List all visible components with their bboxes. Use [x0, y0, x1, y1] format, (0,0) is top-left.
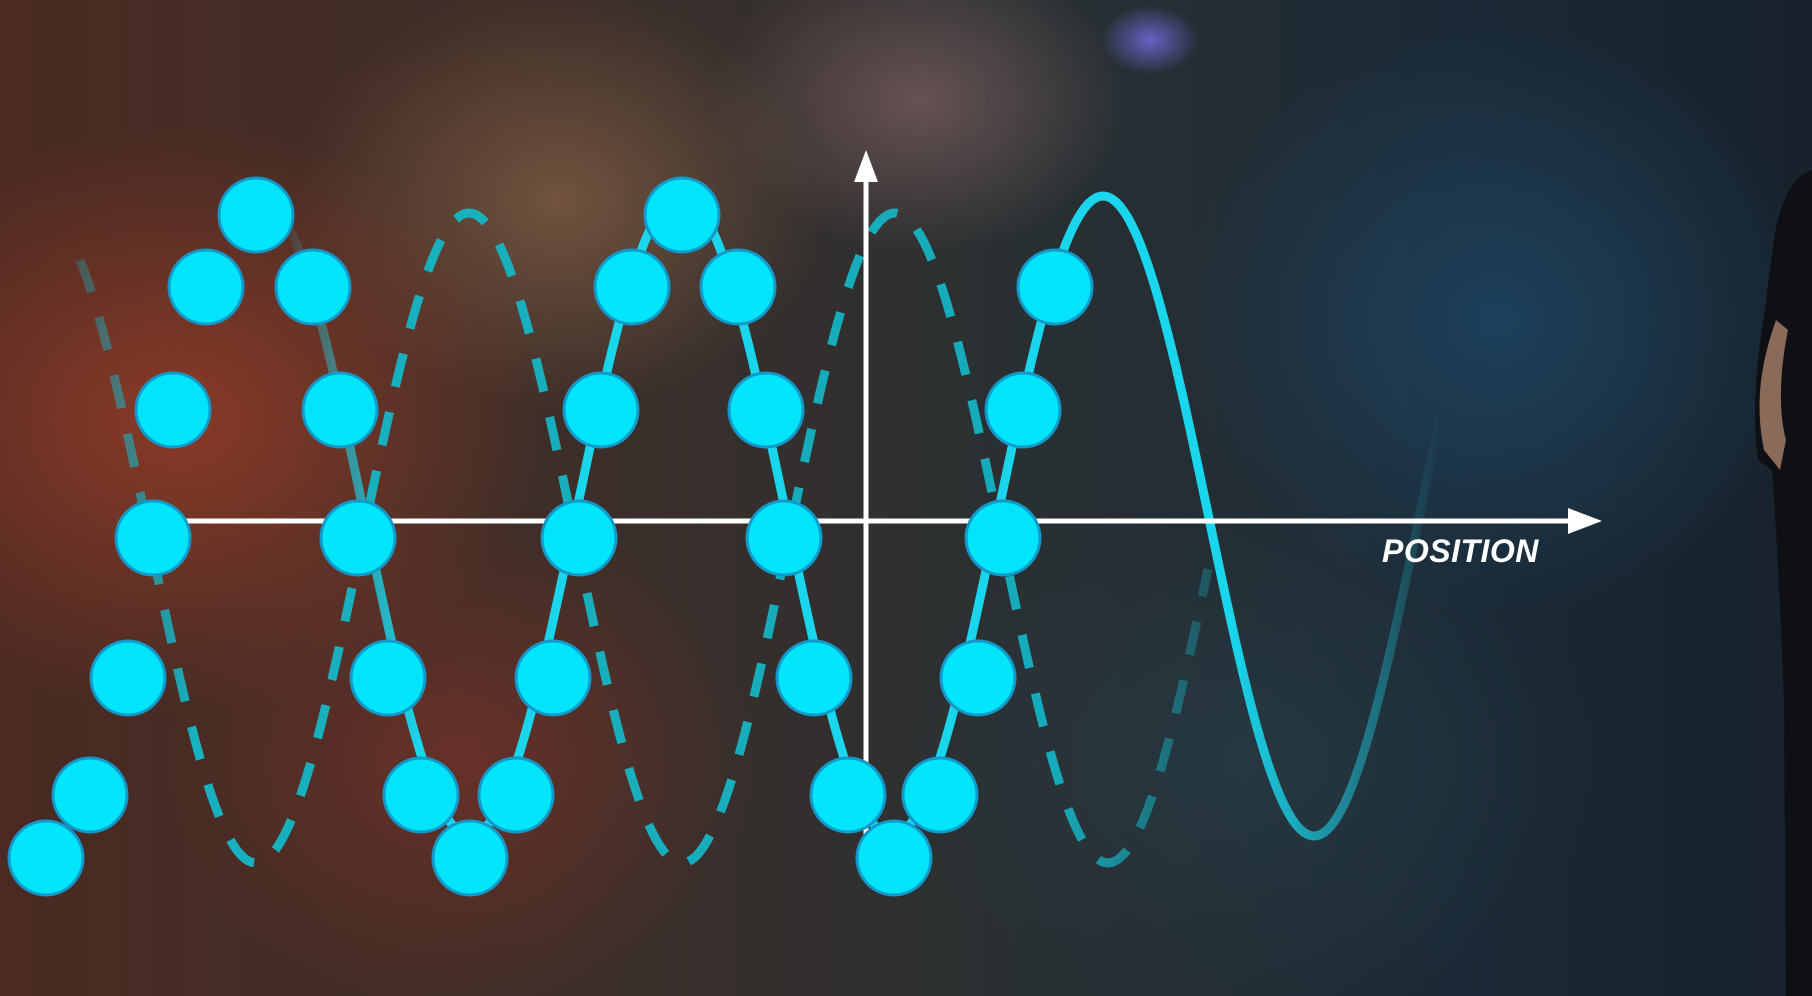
particle-8 — [274, 248, 352, 326]
particle-20 — [699, 248, 777, 326]
particle-18 — [593, 248, 671, 326]
particle-4 — [114, 499, 192, 577]
particle-15 — [514, 639, 592, 717]
axes: POSITION — [186, 150, 1602, 840]
presenter-silhouette — [1755, 170, 1812, 996]
particle-9 — [301, 371, 379, 449]
particle-5 — [134, 371, 212, 449]
particle-28 — [964, 499, 1042, 577]
particle-13 — [431, 819, 509, 897]
particle-group — [7, 176, 1094, 897]
x-axis-arrowhead — [1568, 508, 1602, 534]
particle-25 — [855, 819, 933, 897]
particle-19 — [643, 176, 721, 254]
particle-14 — [477, 756, 555, 834]
particle-26 — [901, 756, 979, 834]
particle-21 — [727, 371, 805, 449]
particle-2 — [51, 756, 129, 834]
solid-wave — [275, 191, 1445, 841]
particle-24 — [809, 756, 887, 834]
particle-3 — [89, 639, 167, 717]
presenter-body — [1755, 170, 1812, 996]
particle-6 — [167, 248, 245, 326]
particle-22 — [745, 499, 823, 577]
particle-1 — [7, 819, 85, 897]
y-axis-arrowhead — [854, 150, 878, 182]
particle-16 — [540, 499, 618, 577]
particle-10 — [319, 499, 397, 577]
particle-30 — [1016, 248, 1094, 326]
particle-23 — [775, 639, 853, 717]
particle-7 — [217, 176, 295, 254]
particle-11 — [349, 639, 427, 717]
presenter-arm — [1759, 320, 1788, 470]
x-axis-label: POSITION — [1382, 533, 1539, 569]
particle-29 — [984, 371, 1062, 449]
particle-27 — [939, 639, 1017, 717]
particle-12 — [382, 756, 460, 834]
particle-17 — [562, 371, 640, 449]
